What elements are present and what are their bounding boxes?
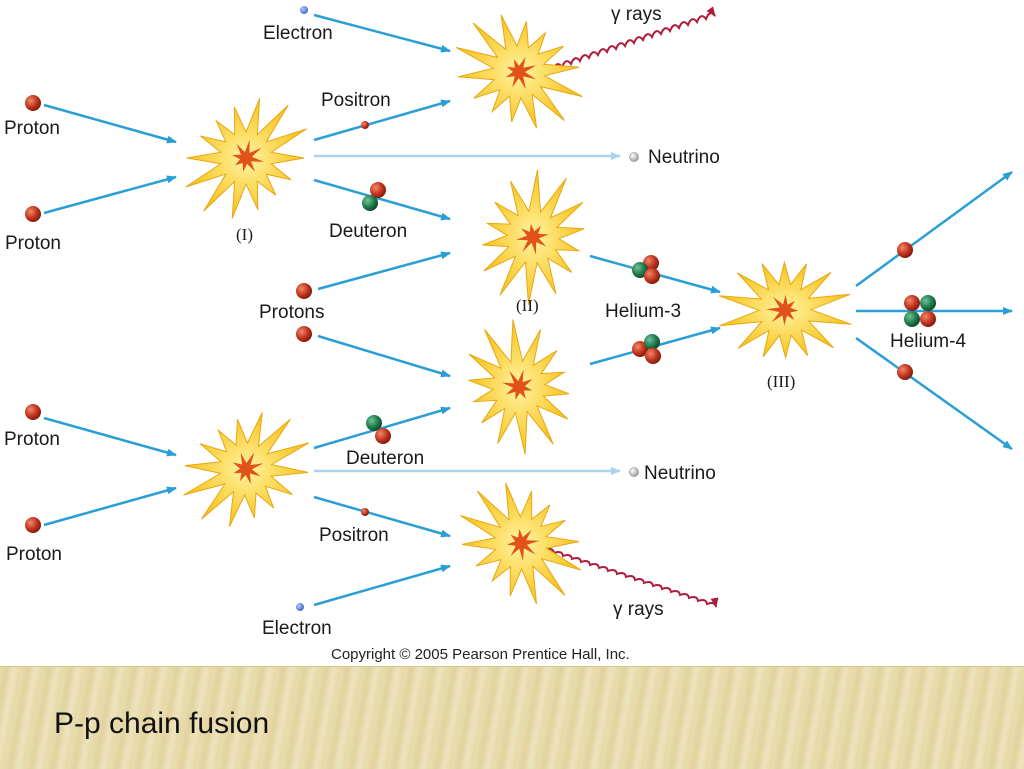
label-helium4: Helium-4 [890,331,966,352]
arrow [855,170,1013,288]
neutrino-particle [629,467,639,477]
particles [25,6,936,611]
electron-particle [296,603,304,611]
proton-particle [897,364,913,380]
electron-particle [300,6,308,14]
deuteron-proton [370,182,386,198]
helium4-proton [904,295,920,311]
label-proton-1: Proton [4,118,60,139]
burst-core [507,528,540,562]
fusion-burst [468,319,570,455]
arrow [317,251,451,291]
arrows [43,13,1013,607]
label-proton-4: Proton [6,544,62,565]
burst-core [232,452,264,485]
slide-title: P-p chain fusion [54,707,270,740]
positron-particle [361,121,369,129]
arrow [313,178,451,221]
label-positron-bottom: Positron [319,525,389,546]
gamma-ray-wave-top [534,6,716,77]
fusion-bursts [183,14,852,605]
label-deuteron-top: Deuteron [329,221,407,242]
arrow [43,416,177,457]
fusion-burst [482,169,585,305]
arrow [313,406,451,450]
helium3-neutron [644,334,660,350]
arrow [855,336,1013,451]
burst-core [502,369,533,400]
arrow [313,13,451,53]
label-deuteron-bottom: Deuteron [346,448,424,469]
label-gamma-bottom: γ rays [613,599,664,620]
stage-label-two: (II) [516,296,539,315]
pp-chain-diagram: Electron γ rays Proton Positron Neutrino… [4,4,1013,663]
helium4-neutron [904,311,920,327]
burst-core [516,224,549,255]
fusion-burst [718,260,852,360]
slide-footer-band: P-p chain fusion [0,666,1024,769]
label-electron-bottom: Electron [262,618,332,639]
helium3-proton [632,341,648,357]
arrow [317,334,451,378]
label-proton-3: Proton [4,429,60,450]
deuteron-neutron [366,415,382,431]
deuteron-neutron [362,195,378,211]
arrow [43,175,177,215]
fusion-burst [183,412,310,527]
proton-particle [25,95,41,111]
helium4-proton [920,311,936,327]
proton-particle [25,206,41,222]
positron-particle [361,508,369,516]
proton-particle [25,404,41,420]
arrow [313,564,451,607]
burst-core [505,57,537,90]
fusion-burst [460,482,582,605]
burst-core [766,294,799,326]
burst-core [231,139,265,172]
arrow [43,103,177,144]
helium3-neutron [632,262,648,278]
gamma-ray-wave-bottom [544,548,719,608]
label-protons: Protons [259,302,324,323]
proton-particle [897,242,913,258]
stage-label-three: (III) [767,372,795,391]
proton-particle [296,283,312,299]
proton-particle [25,517,41,533]
deuteron-proton [375,428,391,444]
label-electron-top: Electron [263,23,333,44]
label-helium3: Helium-3 [605,301,681,322]
copyright-notice: Copyright © 2005 Pearson Prentice Hall, … [331,646,630,663]
fusion-burst [185,98,307,219]
stage-label-one: (I) [236,225,253,244]
helium3-proton [645,348,661,364]
proton-particle [296,326,312,342]
helium3-proton [644,268,660,284]
helium4-neutron [920,295,936,311]
label-positron-top: Positron [321,90,391,111]
fusion-burst [455,14,583,129]
label-proton-2: Proton [5,233,61,254]
arrow [313,99,451,142]
label-neutrino-bottom: Neutrino [644,463,716,484]
arrow [43,486,177,527]
neutrino-particle [629,152,639,162]
label-gamma-top: γ rays [611,4,662,25]
arrow [313,495,451,538]
label-neutrino-top: Neutrino [648,147,720,168]
